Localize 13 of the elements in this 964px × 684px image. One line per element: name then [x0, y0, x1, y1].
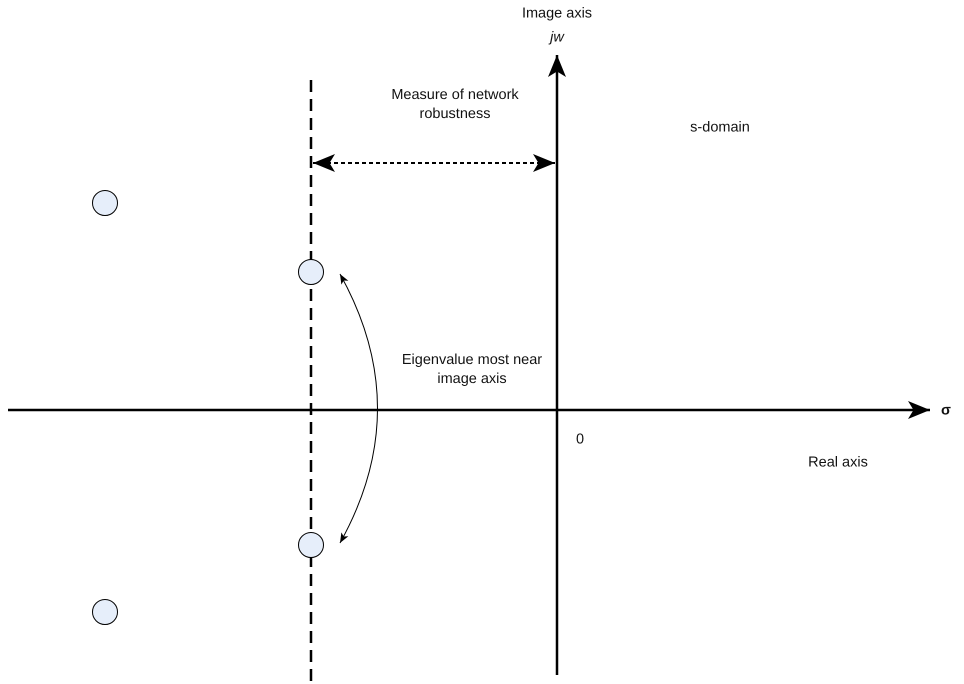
eigenvalue-circle — [92, 190, 118, 216]
axis-label: Real axis — [808, 454, 868, 472]
annotation-text: Measure of network robustness — [390, 86, 520, 124]
origin-label: 0 — [576, 430, 584, 450]
domain-label: s-domain — [690, 118, 750, 138]
curved-arrow — [340, 274, 378, 544]
annotation-text: Eigenvalue most near image axis — [400, 351, 544, 389]
eigenvalue-circle — [298, 259, 324, 285]
axis-label: Image axis — [522, 4, 592, 24]
eigenvalue-circle — [298, 532, 324, 558]
eigenvalue-circle — [92, 599, 118, 625]
axis-symbol: jw — [550, 28, 564, 48]
axis-symbol: σ — [941, 402, 951, 420]
